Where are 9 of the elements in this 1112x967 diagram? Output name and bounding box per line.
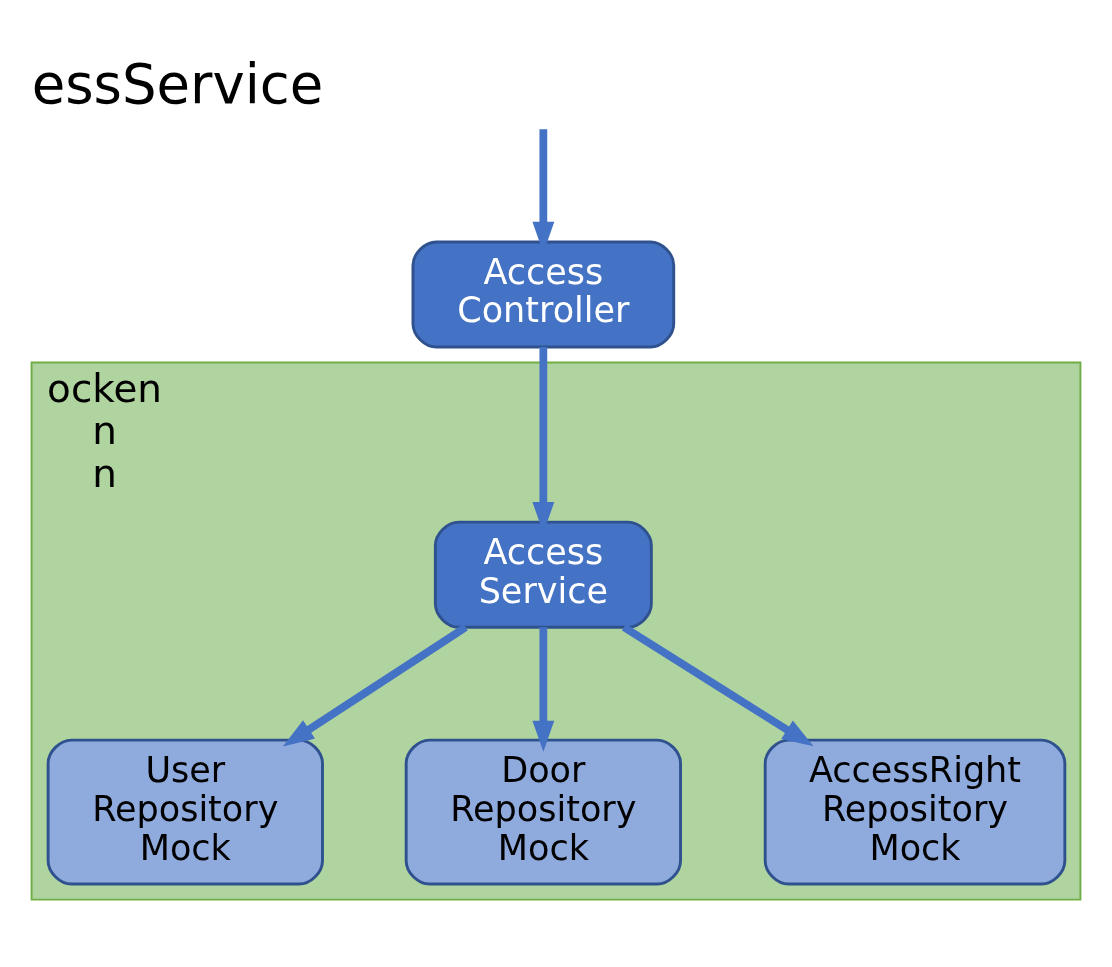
arrow (282, 624, 468, 747)
node-box: Access Service (433, 520, 653, 629)
diagram-title: essService (31, 52, 324, 117)
arrow (621, 624, 814, 747)
node-box: User Repository Mock (46, 738, 324, 886)
arrow (532, 627, 555, 752)
node-box: Access Controller (411, 240, 676, 349)
node-box: Door Repository Mock (404, 738, 682, 886)
node-box: AccessRight Repository Mock (763, 738, 1067, 886)
